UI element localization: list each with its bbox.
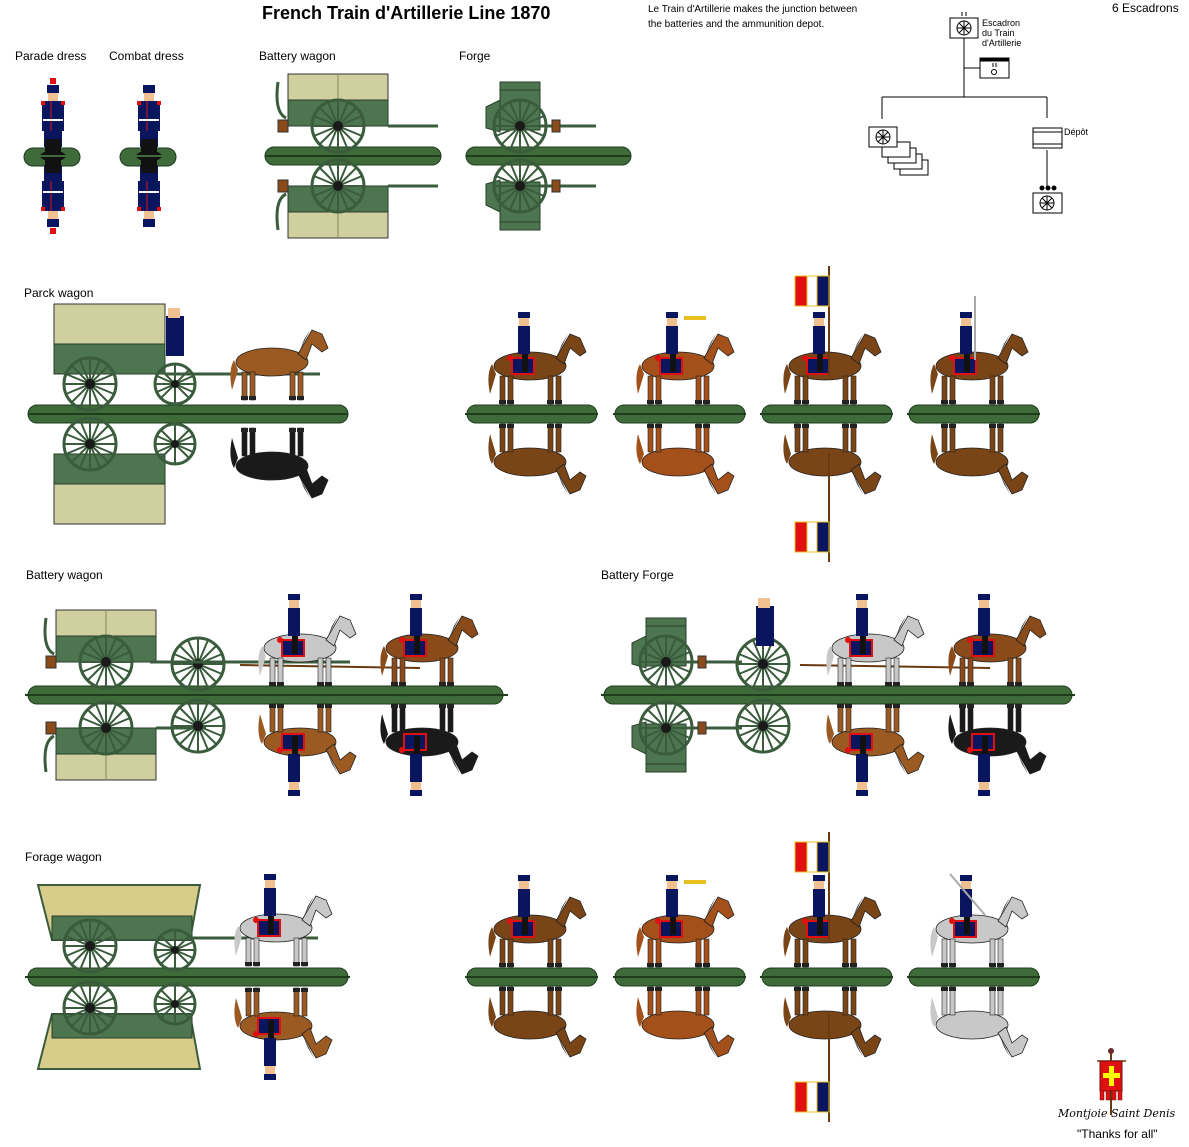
label-parade-dress: Parade dress xyxy=(15,49,87,63)
mounted-standard-bearer-a xyxy=(760,266,893,562)
org-depot-label: Dépôt xyxy=(1064,127,1089,137)
forage-wagon-team xyxy=(25,873,350,1081)
mounted-row-b xyxy=(465,832,1040,1122)
mounted-sabre-trooper-b xyxy=(907,873,1040,1058)
page-title: French Train d'Artillerie Line 1870 xyxy=(262,3,551,23)
parade-dress-figure xyxy=(23,78,81,234)
combat-dress-figure xyxy=(119,84,177,228)
label-parck-wagon: Parck wagon xyxy=(24,286,94,300)
montjoie-banner-icon xyxy=(1097,1048,1126,1115)
mounted-officer-a xyxy=(465,311,598,495)
label-battery-forge: Battery Forge xyxy=(601,568,674,582)
label-combat-dress: Combat dress xyxy=(109,49,184,63)
mounted-row-a xyxy=(465,266,1040,562)
label-forge: Forge xyxy=(459,49,491,63)
description-text: Le Train d'Artillerie makes the junction… xyxy=(648,4,858,30)
battery-forge-team xyxy=(601,593,1075,797)
mounted-officer-b xyxy=(465,874,598,1058)
motto-text: Montjoie Saint Denis xyxy=(1058,1107,1176,1120)
battery-wagon-team xyxy=(25,593,508,797)
org-chart-lines xyxy=(868,12,1063,214)
parck-wagon-team xyxy=(27,303,349,525)
mounted-trumpeter-a xyxy=(613,311,746,495)
label-battery-wagon-top: Battery wagon xyxy=(259,49,336,63)
mounted-trumpeter-b xyxy=(613,874,746,1058)
org-top-unit-label: Escadron du Train d'Artillerie xyxy=(982,18,1022,48)
unit-count: 6 Escadrons xyxy=(1112,1,1179,15)
thanks-text: "Thanks for all" xyxy=(1077,1127,1158,1141)
mounted-sabre-trooper-a xyxy=(907,296,1040,495)
mounted-standard-bearer-b xyxy=(760,832,893,1122)
forge-figure xyxy=(465,82,632,230)
label-forage-wagon: Forage wagon xyxy=(25,850,102,864)
battery-wagon-figure xyxy=(264,74,442,238)
label-battery-wagon-team: Battery wagon xyxy=(26,568,103,582)
